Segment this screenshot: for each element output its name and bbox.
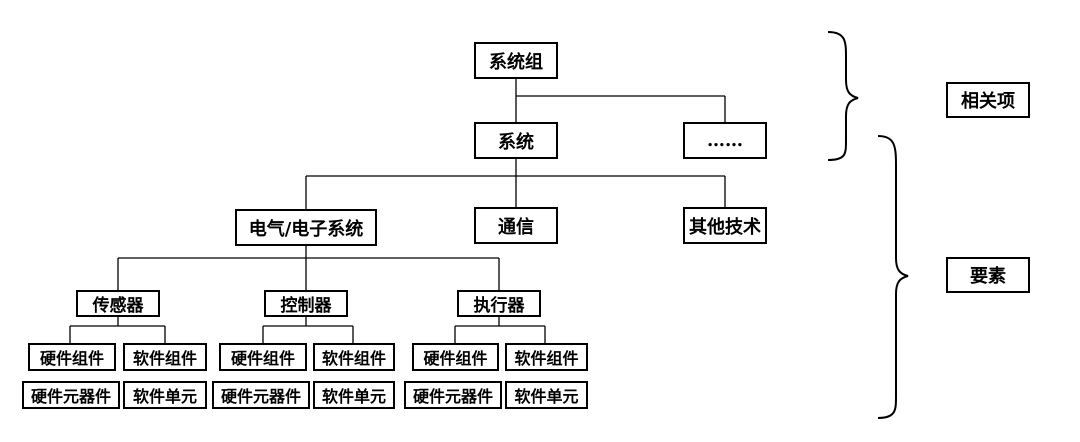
node-communication: 通信 xyxy=(474,207,558,244)
node-hardware-part: 硬件元器件 xyxy=(212,381,310,409)
node-controller: 控制器 xyxy=(264,290,348,317)
node-system-group: 系统组 xyxy=(474,42,558,79)
node-hardware-component: 硬件组件 xyxy=(412,343,499,371)
node-software-unit: 软件单元 xyxy=(505,381,588,409)
node-hardware-part: 硬件元器件 xyxy=(404,381,502,409)
node-hardware-component: 硬件组件 xyxy=(219,343,307,371)
node-electrical-electronic-system: 电气/电子系统 xyxy=(235,209,377,246)
node-system: 系统 xyxy=(474,122,558,159)
node-other-technology: 其他技术 xyxy=(683,207,767,244)
node-software-component: 软件组件 xyxy=(313,343,395,371)
brace-elements xyxy=(877,135,909,419)
node-software-component: 软件组件 xyxy=(505,343,588,371)
node-sensor: 传感器 xyxy=(76,290,160,317)
node-software-unit: 软件单元 xyxy=(313,381,395,409)
label-elements: 要素 xyxy=(946,257,1030,293)
node-ellipsis: …… xyxy=(683,122,767,159)
node-software-unit: 软件单元 xyxy=(123,381,207,409)
label-related-items: 相关项 xyxy=(946,82,1030,118)
node-hardware-component: 硬件组件 xyxy=(28,343,116,371)
node-software-component: 软件组件 xyxy=(123,343,207,371)
node-actuator: 执行器 xyxy=(457,290,541,317)
brace-related-items xyxy=(827,31,859,161)
node-hardware-part: 硬件元器件 xyxy=(22,381,120,409)
